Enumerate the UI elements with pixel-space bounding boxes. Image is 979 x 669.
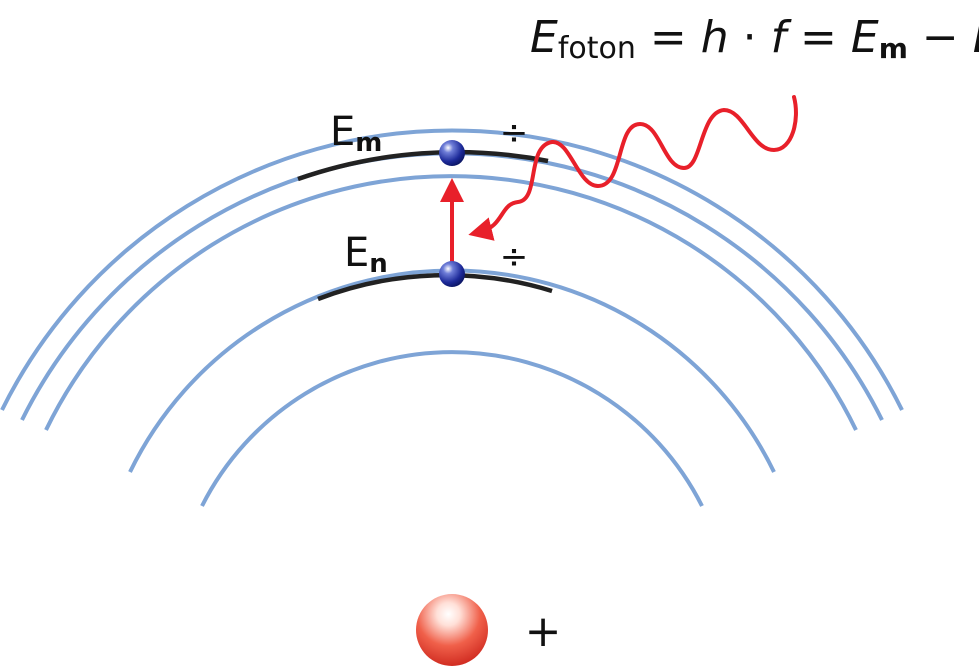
nucleus [416,594,488,666]
orbit-2 [128,268,776,473]
label-en-base: E [344,230,369,276]
charge-upper: ÷ [500,113,529,153]
photon-wave [468,95,798,241]
charge-lower: ÷ [500,237,529,277]
formula-en: E [973,12,979,63]
label-en-subscript: n [369,249,388,279]
formula-em-subscript: m [879,32,908,65]
formula-minus: − [908,12,973,63]
label-en: En [344,230,388,279]
formula-dot: · [729,12,771,63]
label-em: Em [330,109,382,158]
formula-foton-subscript: foton [558,31,636,66]
electron-upper [439,140,465,166]
electron-lower [439,261,465,287]
shell-segment-en [317,272,553,302]
formula-e: E [530,12,558,63]
formula-h: h [701,12,729,63]
label-em-subscript: m [355,128,382,158]
nucleus-charge: + [525,606,562,657]
orbit-5 [0,128,904,411]
formula-em: E [851,12,879,63]
photon-energy-formula: Efoton = h · f = Em − En [530,12,979,66]
formula-equals-2: = [786,12,851,63]
formula-equals-1: = [636,12,701,63]
orbit-3 [44,174,858,431]
shell-segment-em [297,149,549,182]
orbit-1 [200,350,704,507]
label-em-base: E [330,109,355,155]
